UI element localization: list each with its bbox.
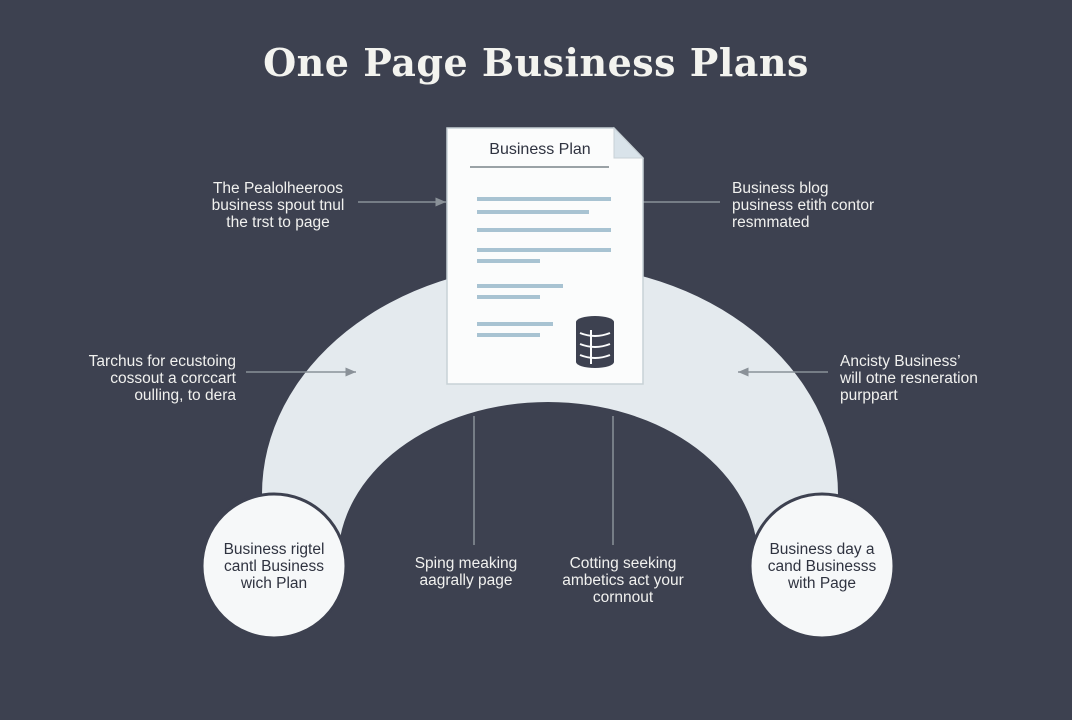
- database-icon: [576, 316, 614, 368]
- node-right-label: Business day a cand Businesss with Page: [767, 541, 877, 592]
- node-left-circle: [200, 492, 348, 640]
- callout-upper-right: Business blog pusiness etith contor resm…: [732, 180, 875, 231]
- callout-mid-left: Tarchus for ecustoing cossout a corccart…: [88, 353, 236, 404]
- callout-inner-right: Cotting seeking ambetics act your cornno…: [562, 555, 684, 606]
- callout-upper-left: The Pealolheeroos business spout tnul th…: [211, 180, 345, 231]
- page-title: One Page Business Plans: [263, 40, 809, 85]
- arch-band: [262, 264, 838, 560]
- document-heading: Business Plan: [489, 141, 591, 158]
- business-plan-document: [446, 126, 645, 385]
- document-text-lines: [477, 197, 611, 337]
- callout-mid-right: Ancisty Business’ will otne resneration …: [840, 353, 978, 404]
- callout-inner-left: Sping meaking aagrally page: [414, 555, 518, 589]
- node-left-label: Business rigtel cantl Business wich Plan: [223, 541, 325, 592]
- node-right-circle: [748, 492, 896, 640]
